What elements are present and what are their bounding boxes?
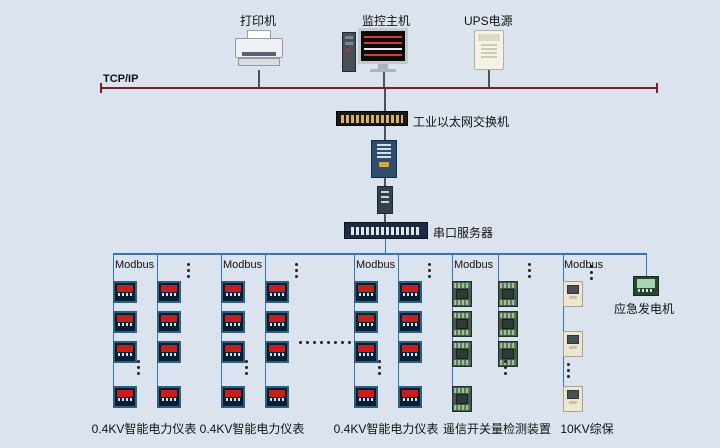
power-meter-icon	[265, 281, 289, 303]
power-meter-icon	[157, 281, 181, 303]
branch-5-label: 10KV综保	[560, 422, 614, 436]
power-meter-icon	[221, 281, 245, 303]
protection-relay-icon	[563, 386, 583, 412]
switch-to-converter-line	[384, 126, 386, 140]
branch-3-label: 0.4KV智能电力仪表	[333, 422, 439, 436]
ellipsis-vertical-icon	[428, 260, 431, 281]
monitor-base	[370, 69, 396, 72]
ellipsis-vertical-icon	[567, 360, 570, 381]
generator-drop-line	[646, 253, 647, 276]
modbus-label: Modbus	[115, 259, 155, 271]
power-meter-icon	[221, 311, 245, 333]
power-meter-icon	[113, 341, 137, 363]
bus-to-switch-line	[384, 89, 386, 111]
ellipsis-horizontal-icon	[325, 334, 353, 352]
ellipsis-vertical-icon	[187, 260, 190, 281]
power-meter-icon	[398, 386, 422, 408]
converter-to-serial-line	[384, 214, 386, 222]
power-meter-icon	[354, 341, 378, 363]
ellipsis-vertical-icon	[137, 357, 140, 378]
power-meter-icon	[221, 386, 245, 408]
converter-link-line	[384, 178, 386, 186]
serial-to-modbus-line	[385, 239, 386, 253]
modbus-branch-line	[563, 254, 564, 399]
monitor-host-label: 监控主机	[362, 14, 411, 28]
io-module-icon	[498, 281, 518, 307]
power-meter-icon	[157, 311, 181, 333]
power-meter-icon	[354, 386, 378, 408]
ellipsis-horizontal-icon	[297, 334, 325, 352]
generator-label: 应急发电机	[614, 302, 675, 316]
ellipsis-vertical-icon	[295, 260, 298, 281]
fiber-converter-icon	[371, 140, 397, 178]
serial-server-label: 串口服务器	[433, 226, 494, 240]
ellipsis-vertical-icon	[590, 262, 593, 283]
power-meter-icon	[398, 341, 422, 363]
branch-2-label: 0.4KV智能电力仪表	[199, 422, 305, 436]
modbus-label: Modbus	[564, 259, 604, 271]
power-meter-icon	[157, 341, 181, 363]
power-meter-icon	[113, 281, 137, 303]
protection-relay-icon	[563, 281, 583, 307]
ellipsis-vertical-icon	[528, 260, 531, 281]
branch-1-label: 0.4KV智能电力仪表	[91, 422, 197, 436]
io-module-icon	[452, 281, 472, 307]
printer-drop-line	[258, 70, 260, 87]
modbus-label: Modbus	[454, 259, 494, 271]
power-meter-icon	[398, 281, 422, 303]
io-module-icon	[498, 311, 518, 337]
ellipsis-vertical-icon	[245, 357, 248, 378]
modbus-bus-line	[113, 253, 647, 255]
printer-label: 打印机	[240, 14, 277, 28]
ups-icon	[474, 30, 504, 70]
computer-tower-icon	[342, 32, 356, 72]
monitor-stand	[378, 64, 388, 69]
ethernet-switch-icon	[336, 111, 408, 126]
media-converter-icon	[377, 186, 393, 214]
power-meter-icon	[265, 311, 289, 333]
monitor-screen-icon	[358, 28, 408, 64]
tcpip-bus-left-cap	[100, 83, 102, 93]
power-meter-icon	[265, 386, 289, 408]
host-drop-line	[383, 72, 385, 87]
power-meter-icon	[113, 386, 137, 408]
io-module-icon	[452, 386, 472, 412]
modbus-label: Modbus	[356, 259, 396, 271]
power-meter-icon	[354, 311, 378, 333]
ellipsis-vertical-icon	[504, 357, 507, 378]
power-meter-icon	[113, 311, 137, 333]
power-meter-icon	[398, 311, 422, 333]
ethernet-switch-label: 工业以太网交换机	[413, 115, 510, 129]
generator-controller-icon	[633, 276, 659, 296]
tcpip-label: TCP/IP	[103, 73, 139, 85]
modbus-label: Modbus	[223, 259, 263, 271]
power-meter-icon	[157, 386, 181, 408]
io-module-icon	[452, 341, 472, 367]
power-meter-icon	[265, 341, 289, 363]
ups-label: UPS电源	[464, 14, 513, 28]
protection-relay-icon	[563, 331, 583, 357]
io-module-icon	[452, 311, 472, 337]
serial-server-icon	[344, 222, 428, 239]
branch-4-label: 遥信开关量检测装置	[442, 422, 551, 436]
ellipsis-vertical-icon	[378, 357, 381, 378]
printer-icon	[235, 30, 283, 70]
ups-drop-line	[488, 70, 490, 87]
tcpip-bus-line	[100, 87, 658, 89]
tcpip-bus-right-cap	[656, 83, 658, 93]
io-module-icon	[498, 341, 518, 367]
power-meter-icon	[221, 341, 245, 363]
power-meter-icon	[354, 281, 378, 303]
